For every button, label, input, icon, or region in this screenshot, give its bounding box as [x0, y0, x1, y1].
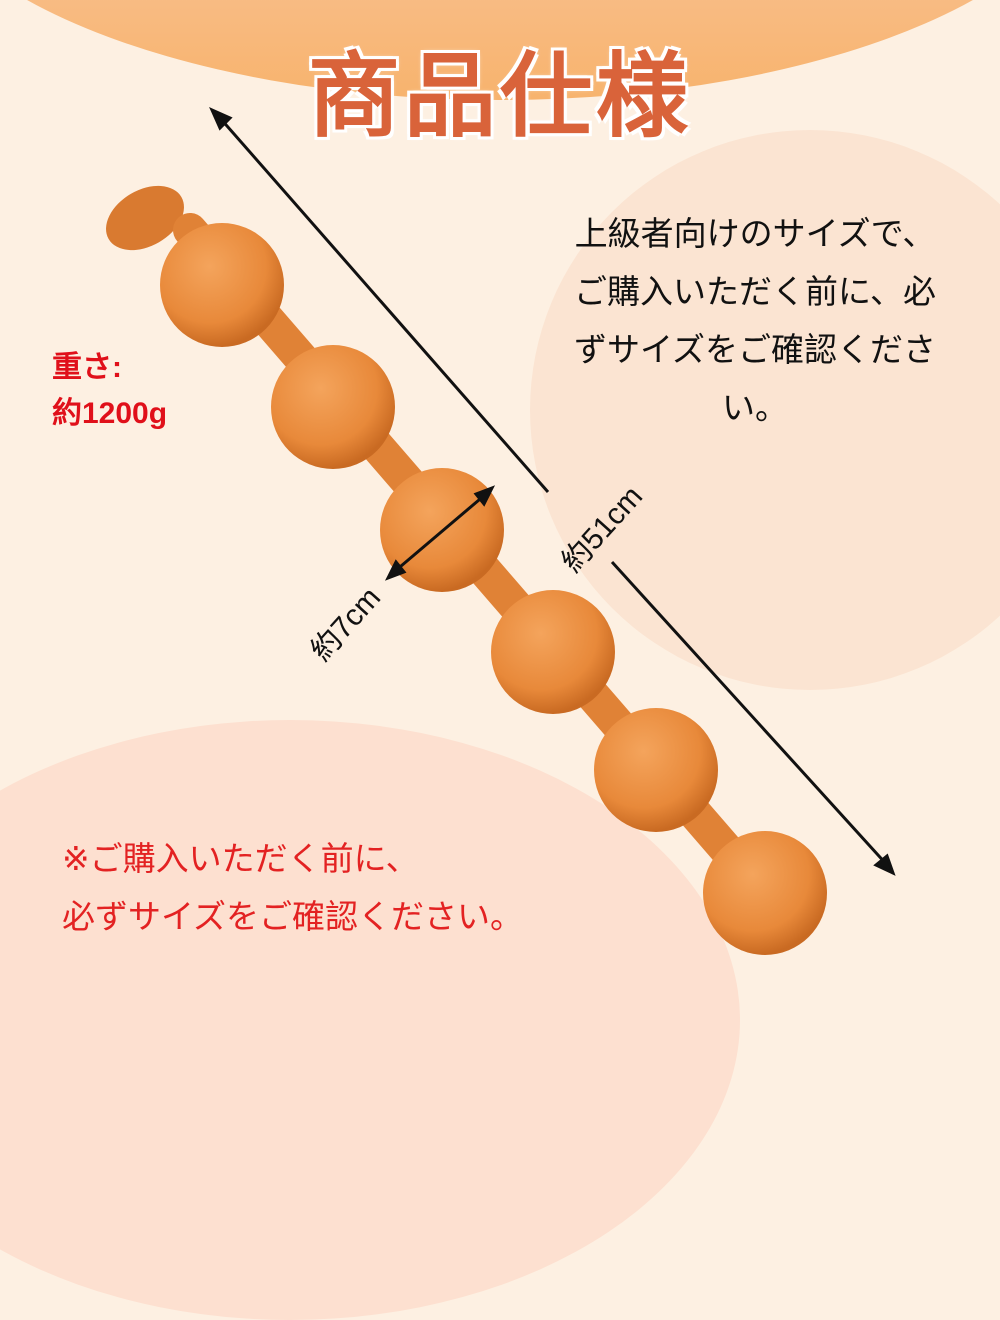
notice-line: ずサイズをご確認ください。 [573, 330, 936, 427]
weight-spec: 重さ: 約1200g [52, 345, 167, 437]
product-image [106, 107, 896, 955]
page-title: 商品仕様 [307, 42, 692, 150]
notice-line: ご購入いただく前に、必 [573, 272, 936, 311]
weight-label: 重さ: [52, 351, 122, 384]
weight-value: 約1200g [52, 397, 168, 430]
notice-line: 上級者向けのサイズで、 [574, 214, 936, 253]
purchase-warning: ※ご購入いただく前に、 必ずサイズをご確認ください。 [62, 830, 523, 946]
size-notice: 上級者向けのサイズで、 ご購入いただく前に、必 ずサイズをご確認ください。 [560, 205, 950, 437]
warning-line: ※ご購入いただく前に、 [62, 839, 419, 878]
notice-background-circle [530, 130, 1000, 690]
warning-line: 必ずサイズをご確認ください。 [62, 897, 524, 936]
